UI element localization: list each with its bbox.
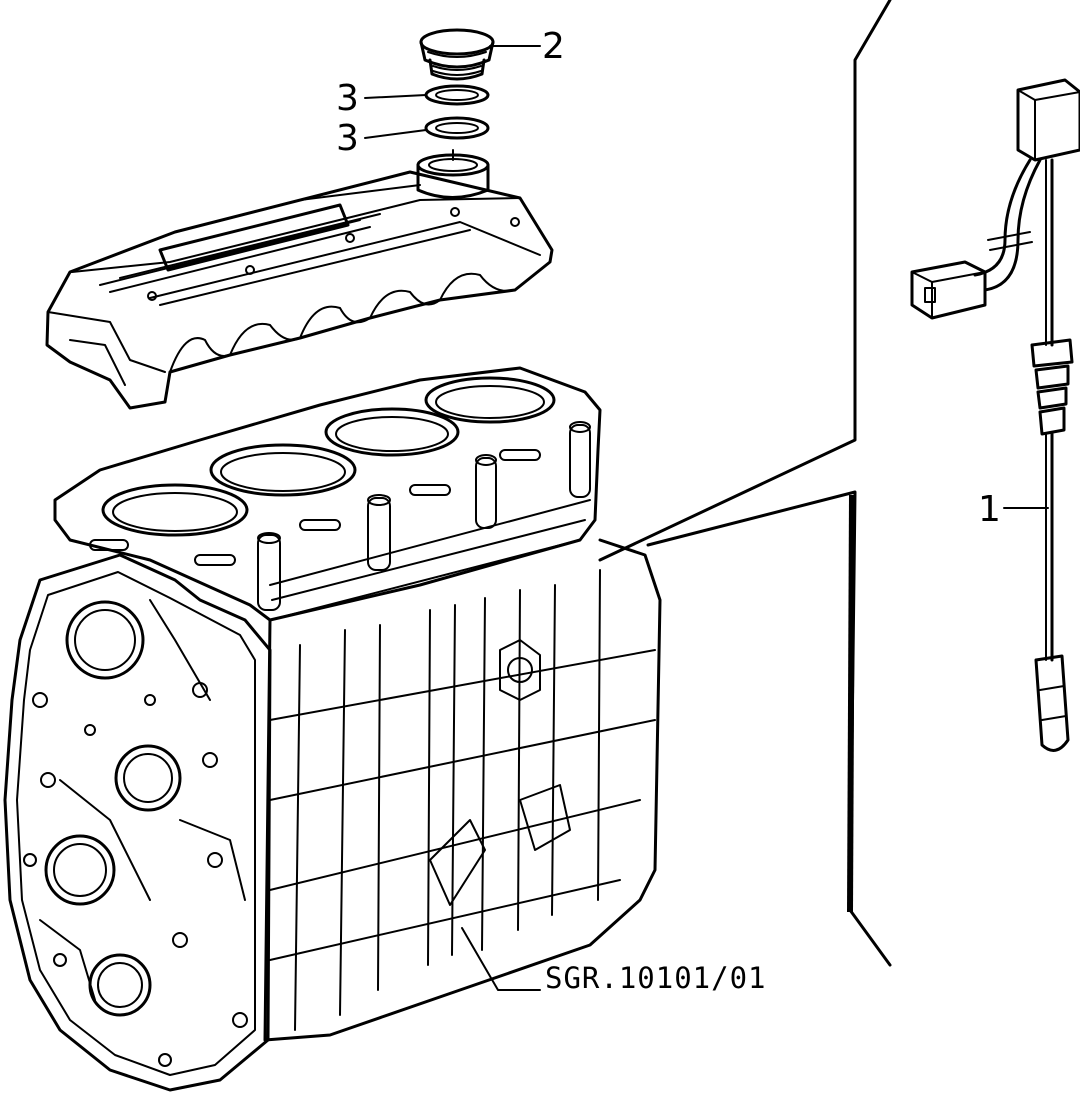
head-bolt-bosses: [257, 421, 591, 611]
callout-leaders: [364, 45, 1049, 991]
callout-3-upper-label: 3: [336, 78, 359, 119]
detail-frame: [598, 0, 892, 967]
seal-ring-lower: [424, 116, 490, 140]
oil-filler-cap: [419, 28, 495, 81]
callout-3-lower-label: 3: [336, 118, 359, 159]
valve-cover: [45, 149, 554, 410]
callout-2-label: 2: [542, 26, 565, 67]
drawing-reference-code: SGR.10101/01: [545, 961, 767, 995]
callout-1-label: 1: [978, 489, 1001, 530]
oil-dipstick: [910, 78, 1080, 752]
block-front-face: [3, 553, 272, 1092]
engine-block: [53, 366, 662, 1042]
seal-ring-upper: [424, 84, 490, 106]
